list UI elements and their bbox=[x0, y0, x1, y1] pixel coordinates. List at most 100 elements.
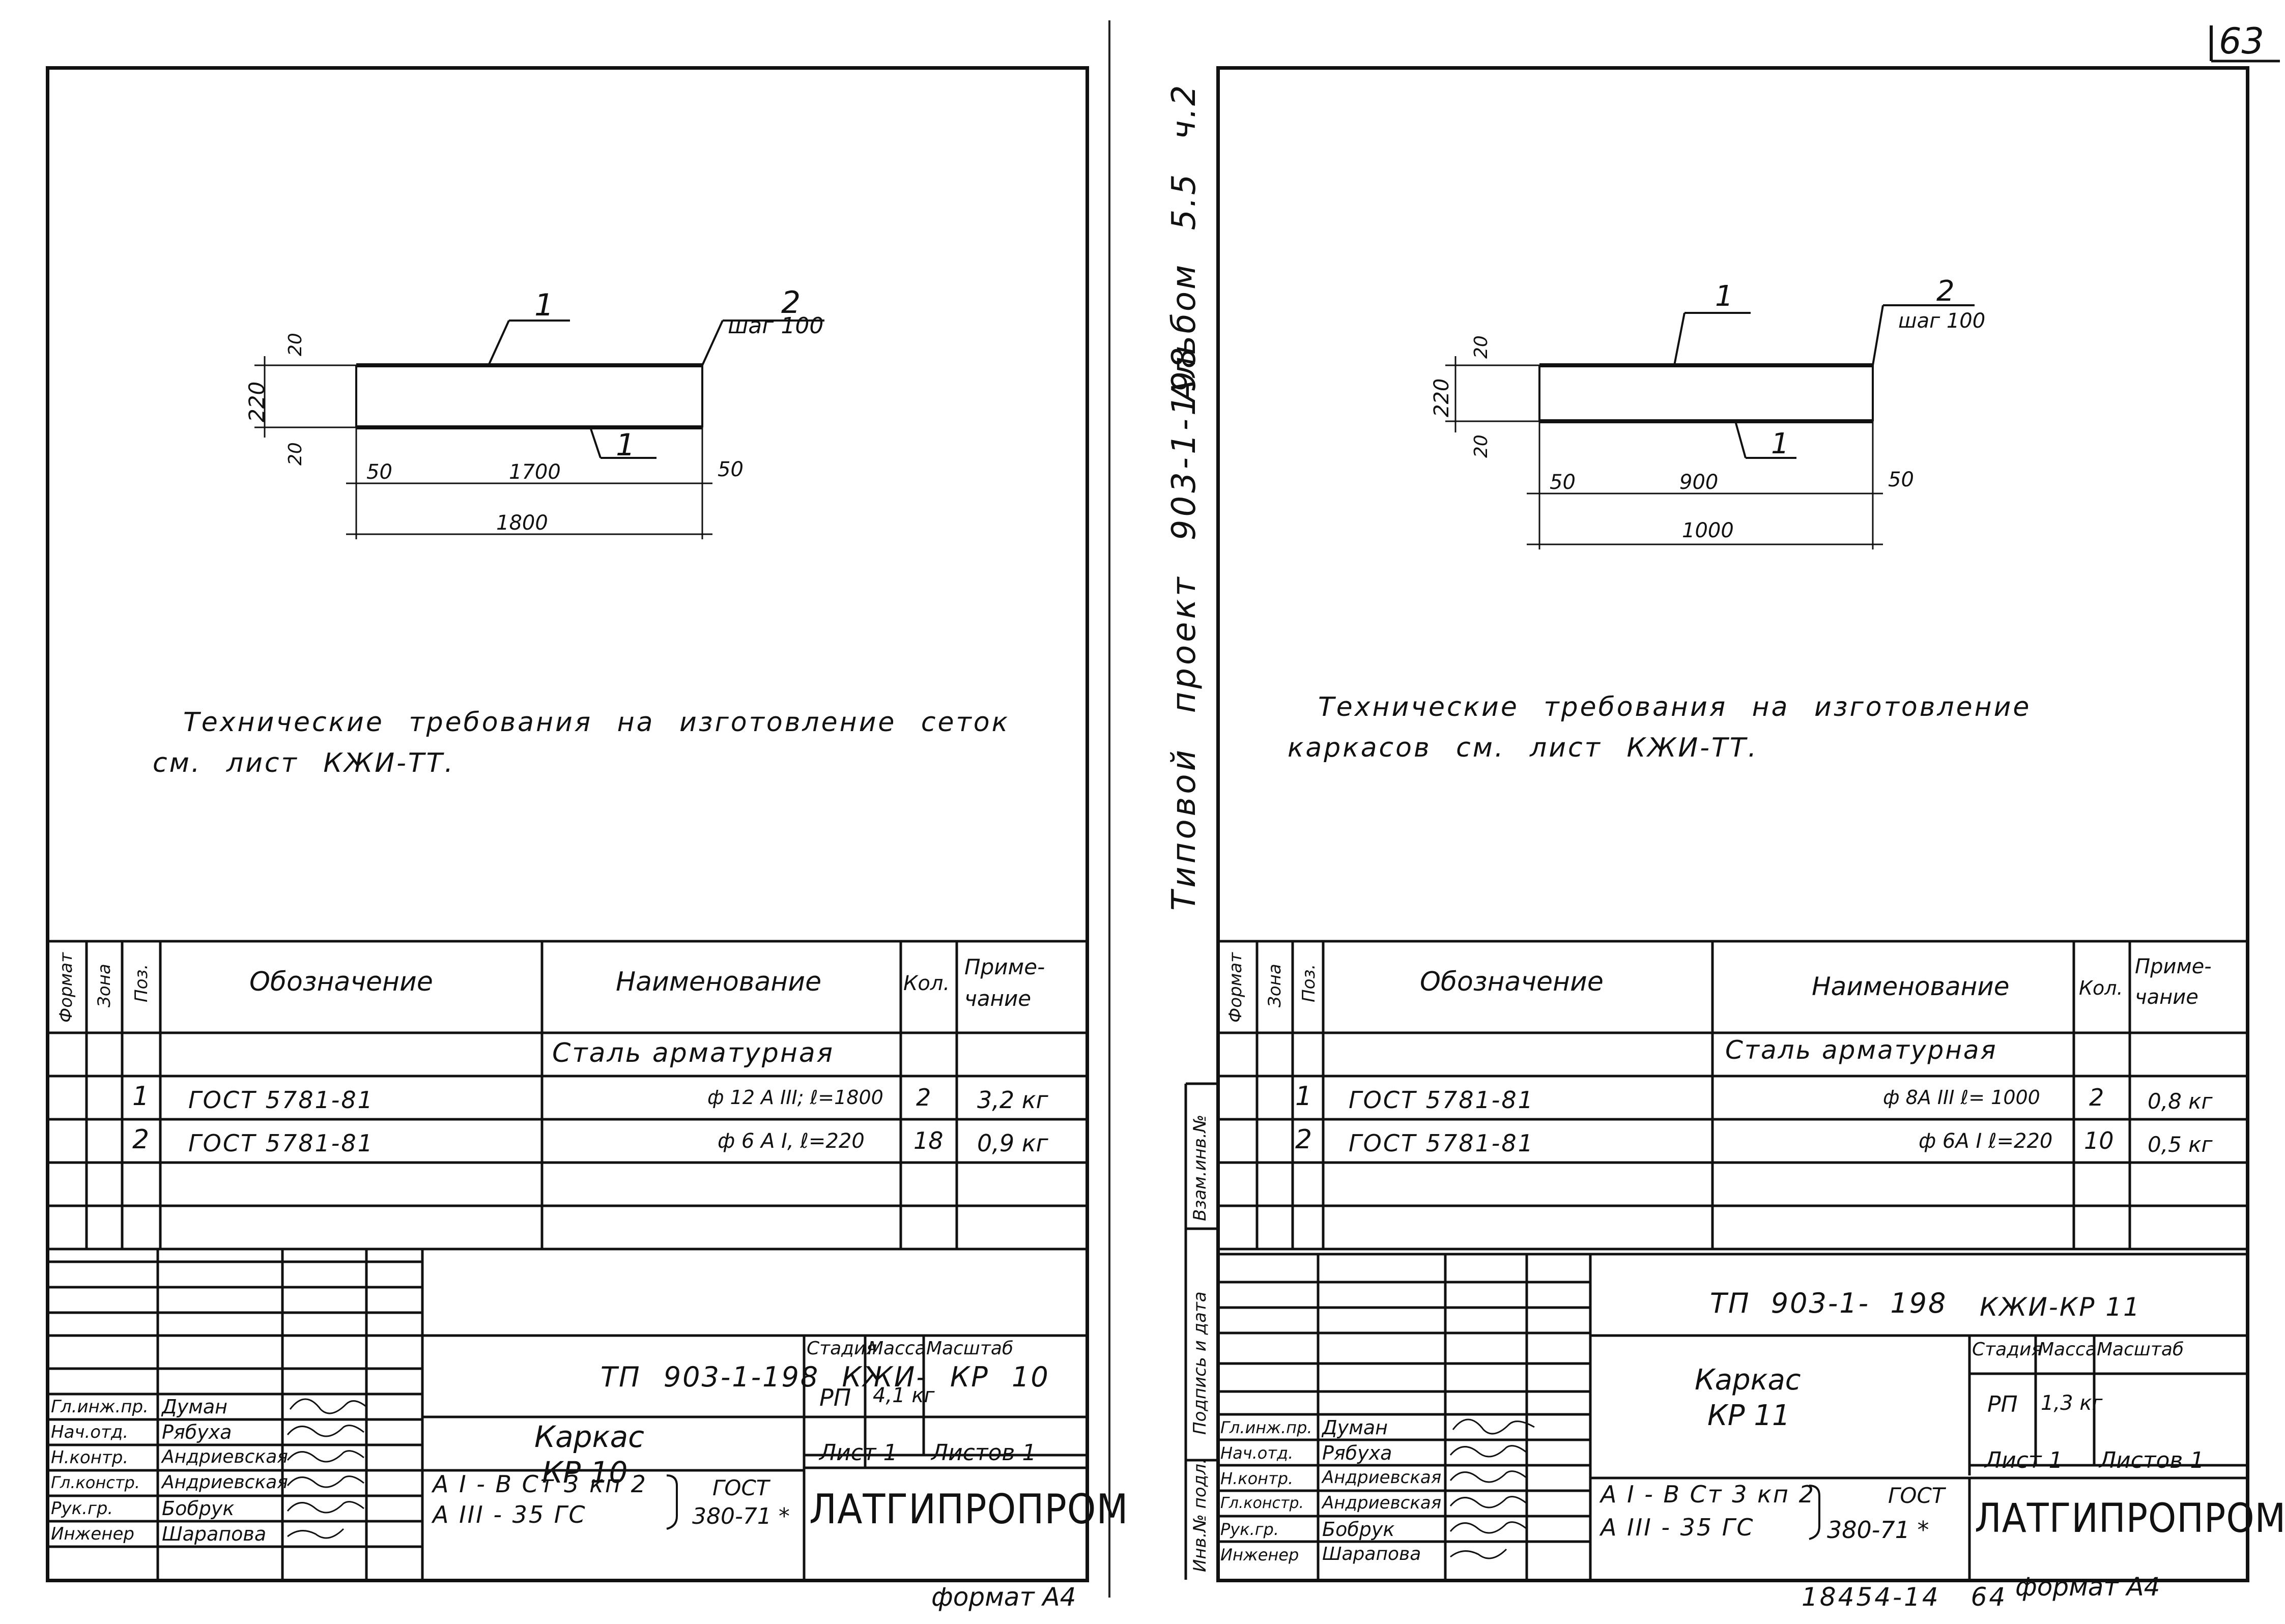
right-title-code2: КЖИ-КР 11 bbox=[1980, 1292, 2141, 1322]
right-mass: 1,3 кг bbox=[2041, 1391, 2103, 1415]
left-row-1-qty: 2 bbox=[916, 1084, 931, 1111]
right-row-2-designation: ГОСТ 5781-81 bbox=[1349, 1129, 1534, 1157]
left-steel-line1: А I - В Ст 3 кп 2 bbox=[433, 1470, 647, 1498]
footer-code: 18454-14 64 bbox=[1802, 1582, 2008, 1612]
left-format-label: формат А4 bbox=[931, 1582, 1076, 1612]
right-scale-label: Масштаб bbox=[2097, 1339, 2184, 1360]
right-title-line2: КР 11 bbox=[1707, 1399, 1790, 1432]
left-sheet-frame bbox=[46, 66, 1089, 1582]
right-person-1-role: Гл.инж.пр. bbox=[1220, 1418, 1312, 1437]
left-tech-req-line1: Технические требования на изготовление с… bbox=[183, 707, 1010, 738]
right-row-2-note: 0,5 кг bbox=[2148, 1132, 2213, 1157]
left-mass: 4,1 кг bbox=[873, 1384, 935, 1407]
left-person-3-name: Андриевская bbox=[162, 1446, 288, 1467]
right-dim-total: 1000 bbox=[1682, 519, 1734, 542]
left-gost-line1: ГОСТ bbox=[712, 1475, 769, 1500]
right-steel-line2: А III - 35 ГС bbox=[1601, 1514, 1755, 1541]
left-step-label: шаг 100 bbox=[728, 313, 824, 339]
left-tech-req-line2: см. лист КЖИ-ТТ. bbox=[153, 748, 455, 778]
right-person-1-name: Думан bbox=[1322, 1416, 1388, 1439]
right-row-2-qty: 10 bbox=[2084, 1127, 2114, 1154]
left-row-2-designation: ГОСТ 5781-81 bbox=[188, 1129, 374, 1157]
left-leader-1-bottom: 1 bbox=[616, 427, 636, 463]
left-header-designation: Обозначение bbox=[249, 967, 433, 997]
right-sheets: Листов 1 bbox=[2099, 1447, 2205, 1473]
right-format-label: формат А4 bbox=[2015, 1572, 2160, 1602]
left-row-1-note: 3,2 кг bbox=[977, 1086, 1048, 1114]
left-title-line1: Каркас bbox=[534, 1419, 644, 1454]
left-person-2-role: Нач.отд. bbox=[51, 1422, 129, 1442]
right-person-2-role: Нач.отд. bbox=[1220, 1443, 1294, 1463]
right-section-title: Сталь арматурная bbox=[1725, 1035, 1997, 1065]
right-header-name: Наименование bbox=[1812, 972, 2010, 1001]
right-header-note: Приме-чание bbox=[2135, 955, 2212, 1009]
right-leader-2: 2 bbox=[1936, 275, 1955, 308]
right-person-2-name: Рябуха bbox=[1322, 1442, 1392, 1464]
left-row-2-pos: 2 bbox=[132, 1124, 150, 1155]
right-row-2-name: ф 6А I ℓ=220 bbox=[1919, 1129, 2053, 1153]
left-person-5-role: Рук.гр. bbox=[51, 1498, 113, 1519]
left-dim-left-offset: 50 bbox=[366, 460, 392, 484]
left-person-6-name: Шарапова bbox=[162, 1523, 267, 1545]
right-org-stamp: ЛАТГИПРОПРОМ bbox=[1975, 1496, 2285, 1542]
right-stage-label: Стадия bbox=[1972, 1339, 2043, 1360]
left-row-2-note: 0,9 кг bbox=[977, 1129, 1048, 1157]
left-dim-inner: 1700 bbox=[509, 460, 561, 484]
right-tech-req-line2: каркасов см. лист КЖИ-ТТ. bbox=[1288, 733, 1759, 763]
left-person-3-role: Н.контр. bbox=[51, 1447, 129, 1468]
left-header-qty: Кол. bbox=[903, 972, 950, 995]
right-header-designation: Обозначение bbox=[1420, 967, 1604, 997]
right-person-3-name: Андриевская bbox=[1322, 1467, 1442, 1488]
left-org-stamp: ЛАТГИПРОПРОМ bbox=[809, 1486, 1129, 1533]
right-gost-line2: 380-71 * bbox=[1827, 1516, 1929, 1544]
right-row-1-name: ф 8А III ℓ= 1000 bbox=[1883, 1086, 2040, 1109]
left-sheet: Лист 1 bbox=[819, 1440, 898, 1466]
right-header-qty: Кол. bbox=[2079, 977, 2123, 999]
right-person-5-role: Рук.гр. bbox=[1220, 1520, 1279, 1539]
left-leader-1-top: 1 bbox=[534, 287, 554, 323]
left-dim-total: 1800 bbox=[496, 511, 548, 535]
right-row-1-note: 0,8 кг bbox=[2148, 1089, 2213, 1114]
left-row-1-name: ф 12 А III; ℓ=1800 bbox=[707, 1086, 883, 1109]
right-steel-line1: А I - В Ст 3 кп 2 bbox=[1601, 1481, 1815, 1508]
right-stage: РП bbox=[1987, 1391, 2018, 1417]
right-row-1-pos: 1 bbox=[1295, 1081, 1312, 1112]
right-dim-inner: 900 bbox=[1679, 471, 1719, 494]
right-person-5-name: Бобрук bbox=[1322, 1518, 1395, 1541]
left-section-title: Сталь арматурная bbox=[552, 1038, 835, 1068]
right-person-6-role: Инженер bbox=[1220, 1545, 1299, 1564]
left-row-2-name: ф 6 А I, ℓ=220 bbox=[718, 1129, 865, 1153]
right-sheet: Лист 1 bbox=[1985, 1447, 2063, 1473]
left-stage: РП bbox=[819, 1384, 851, 1411]
right-step-label: шаг 100 bbox=[1898, 309, 1986, 333]
left-person-1-name: Думан bbox=[162, 1396, 227, 1418]
left-row-1-designation: ГОСТ 5781-81 bbox=[188, 1086, 374, 1114]
right-row-2-pos: 2 bbox=[1295, 1124, 1312, 1155]
right-person-4-name: Андриевская bbox=[1322, 1493, 1442, 1513]
right-title-code: ТП 903-1- 198 bbox=[1710, 1287, 1948, 1319]
left-scale-label: Масштаб bbox=[926, 1338, 1014, 1359]
left-row-1-pos: 1 bbox=[132, 1081, 150, 1112]
right-dim-right-offset: 50 bbox=[1888, 468, 1914, 491]
right-leader-1-top: 1 bbox=[1715, 280, 1733, 313]
right-person-6-name: Шарапова bbox=[1322, 1544, 1421, 1564]
left-row-2-qty: 18 bbox=[913, 1127, 944, 1154]
right-gost-line1: ГОСТ bbox=[1888, 1483, 1945, 1508]
right-leader-1-bottom: 1 bbox=[1771, 427, 1789, 460]
left-dim-right-offset: 50 bbox=[718, 458, 744, 481]
left-person-4-role: Гл.констр. bbox=[51, 1473, 140, 1492]
left-person-4-name: Андриевская bbox=[162, 1472, 288, 1493]
right-mass-label: Масса bbox=[2038, 1339, 2097, 1360]
right-row-1-designation: ГОСТ 5781-81 bbox=[1349, 1086, 1534, 1114]
left-person-2-name: Рябуха bbox=[162, 1421, 232, 1443]
